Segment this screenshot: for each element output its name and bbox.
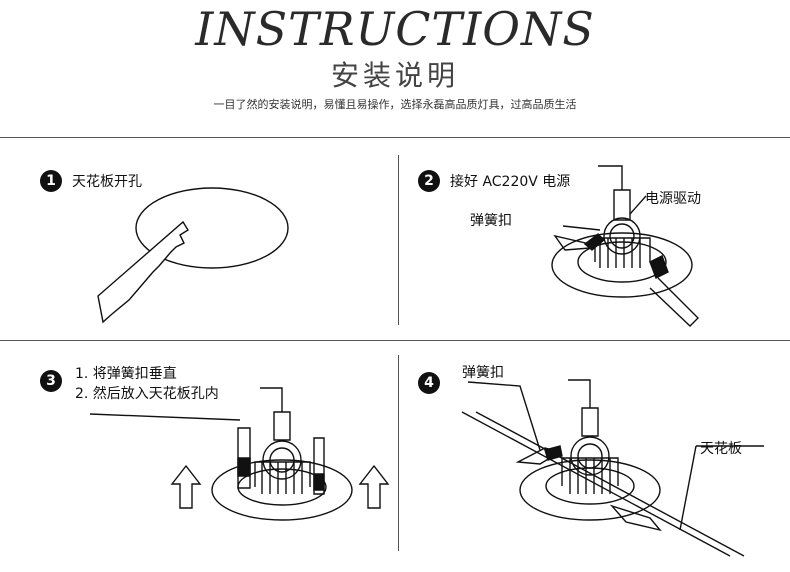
step-2-illustration [551,165,699,327]
step-1-illustration [97,187,289,324]
step-2-number: 2 [418,170,440,192]
step-4-header: 4 [418,372,450,394]
step-1-number: 1 [40,170,62,192]
page-subtitle: 安装说明 [330,59,459,92]
step-4-illustration [461,379,764,557]
vertical-divider-bottom [398,355,399,551]
step-3-line-2: 2. 然后放入天花板孔内 [75,386,219,402]
step-2-header: 2 接好 AC220V 电源 [418,170,570,192]
step-3-header: 3 [40,370,72,392]
step-4-number: 4 [418,372,440,394]
step-1-text: 天花板开孔 [72,174,142,190]
step-3-line-1: 1. 将弹簧扣垂直 [75,366,177,382]
top-border [0,137,790,138]
step-4-spring-clip-label: 弹簧扣 [462,365,504,381]
step-2-spring-clip-label: 弹簧扣 [470,213,512,229]
step-3-illustration [89,387,390,521]
step-2-driver-label: 电源驱动 [645,191,701,207]
middle-divider [0,340,790,341]
step-1-header: 1 天花板开孔 [40,170,142,192]
step-4-ceiling-label: 天花板 [700,441,742,457]
vertical-divider-top [398,155,399,325]
step-3-number: 3 [40,370,62,392]
tagline: 一目了然的安装说明，易懂且易操作，选择永磊高品质灯具，过高品质生活 [213,98,577,111]
page-title: INSTRUCTIONS [195,2,595,56]
step-2-text: 接好 AC220V 电源 [450,174,571,190]
